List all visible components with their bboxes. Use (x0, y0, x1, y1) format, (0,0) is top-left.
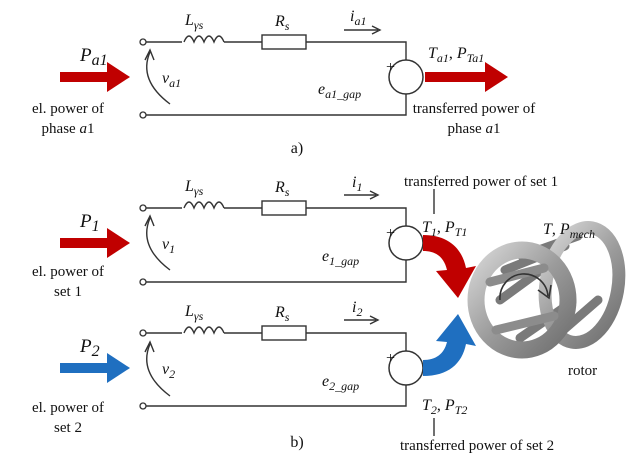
power-arrow-b2-out (423, 314, 476, 376)
label-transferred-a-line1: transferred power of (413, 101, 535, 117)
power-arrow-a-in (60, 62, 130, 92)
terminal-b1-top (139, 204, 147, 212)
circuit-b2 (139, 315, 435, 436)
label-transferred-a-line2: phase a1 (448, 121, 501, 137)
rotor-graphic (467, 221, 626, 359)
label-torque-b2: T2, PT2 (422, 397, 467, 417)
label-r-a: Rs (274, 13, 290, 33)
voltage-arrow-b2 (146, 343, 171, 397)
label-v-a1: va1 (162, 70, 181, 90)
label-el-power-b2-line2: set 2 (54, 420, 82, 436)
label-el-power-b1-line2: set 1 (54, 284, 82, 300)
circuit-b1 (139, 189, 435, 286)
label-el-power-a-line2: phase a1 (42, 121, 95, 137)
label-v-2: v2 (162, 361, 175, 381)
voltage-arrow-a (146, 51, 171, 105)
label-p-a1: Pa1 (79, 45, 108, 69)
caption-b: b) (290, 434, 303, 451)
resistor-b2 (261, 325, 307, 341)
label-el-power-b2-line1: el. power of (32, 400, 104, 416)
label-p-2: P2 (79, 336, 100, 360)
voltage-arrow-b1 (146, 217, 171, 271)
label-r-b1: Rs (274, 179, 290, 199)
caption-a: a) (291, 140, 303, 157)
label-el-power-b1-line1: el. power of (32, 264, 104, 280)
resistor-b1 (261, 200, 307, 216)
terminal-b2-top (139, 329, 147, 337)
terminal-a-bottom (139, 111, 147, 119)
rotation-arrow (499, 273, 549, 301)
power-arrow-b2-in (60, 353, 130, 383)
label-e-2: e2_gap (322, 373, 359, 393)
power-arrow-b1-in (60, 228, 130, 258)
resistor-a (261, 34, 307, 50)
plus-sign-b1: + (386, 225, 395, 242)
terminal-b2-bottom (139, 402, 147, 410)
power-arrow-b1-out (423, 235, 476, 298)
label-e-a1: ea1_gap (318, 81, 361, 101)
label-mech: T, Pmech (543, 221, 595, 241)
label-transferred-b1: transferred power of set 1 (404, 174, 558, 190)
plus-sign-a: + (386, 59, 395, 76)
inductor-b2 (183, 326, 225, 335)
label-r-b2: Rs (274, 304, 290, 324)
label-transferred-b2: transferred power of set 2 (400, 438, 554, 454)
label-el-power-a-line1: el. power of (32, 101, 104, 117)
inductor-b1 (183, 201, 225, 210)
emf-source-a (388, 59, 424, 95)
label-l-a: Lγs (184, 12, 204, 32)
label-torque-b1: T1, PT1 (422, 219, 467, 239)
inductor-a (183, 35, 225, 44)
label-e-1: e1_gap (322, 248, 359, 268)
power-arrow-a-out (425, 62, 508, 92)
label-i-1: i1 (352, 174, 362, 194)
terminal-a-top (139, 38, 147, 46)
terminal-b1-bottom (139, 278, 147, 286)
circuit-a (139, 25, 424, 119)
label-rotor: rotor (568, 363, 597, 379)
label-v-1: v1 (162, 236, 175, 256)
plus-sign-b2: + (386, 350, 395, 367)
label-p-1: P1 (79, 211, 100, 235)
label-l-b2: Lγs (184, 303, 204, 323)
label-i-2: i2 (352, 299, 362, 319)
label-l-b1: Lγs (184, 178, 204, 198)
label-i-a1: ia1 (350, 8, 366, 28)
label-torque-a: Ta1, PTa1 (428, 45, 484, 65)
